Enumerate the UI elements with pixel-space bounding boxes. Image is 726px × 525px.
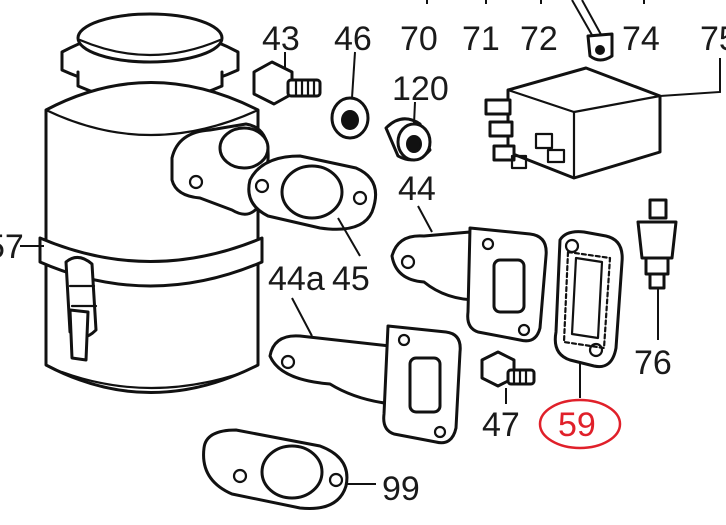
washer-46 — [330, 96, 370, 140]
label-44: 44 — [398, 170, 436, 208]
intake-manifold-44 — [390, 226, 548, 343]
label-72: 72 — [520, 20, 558, 58]
intake-manifold-44a — [268, 324, 462, 445]
label-46: 46 — [334, 20, 372, 58]
label-57: 57 — [0, 228, 24, 266]
temperature-sensor-76 — [636, 198, 678, 290]
highlight-callout-59: 59 — [538, 398, 622, 450]
wire-terminal — [571, 0, 614, 62]
bolt-43 — [252, 60, 322, 106]
gasket-45 — [247, 154, 377, 231]
fitting-47 — [480, 350, 536, 388]
label-45: 45 — [332, 260, 370, 298]
label-43: 43 — [262, 20, 300, 58]
label-70: 70 — [400, 20, 438, 58]
gasket-59 — [553, 230, 624, 369]
label-76: 76 — [634, 344, 672, 382]
relay-75 — [484, 66, 662, 180]
part-labels: 43 46 70 71 72 74 75 120 57 44 45 44a 76… — [0, 20, 726, 508]
label-71: 71 — [462, 20, 500, 58]
label-99: 99 — [382, 470, 420, 508]
label-120: 120 — [392, 70, 449, 108]
label-47: 47 — [482, 406, 520, 444]
label-75: 75 — [700, 20, 726, 58]
label-59: 59 — [558, 406, 596, 444]
spacer-120 — [384, 117, 432, 162]
label-44a: 44a — [268, 260, 325, 298]
housing-outlet-flange — [170, 122, 270, 216]
leader-lines — [20, 0, 721, 485]
flange-99 — [202, 428, 349, 511]
highlight-ellipse — [538, 398, 622, 450]
label-74: 74 — [622, 20, 660, 58]
